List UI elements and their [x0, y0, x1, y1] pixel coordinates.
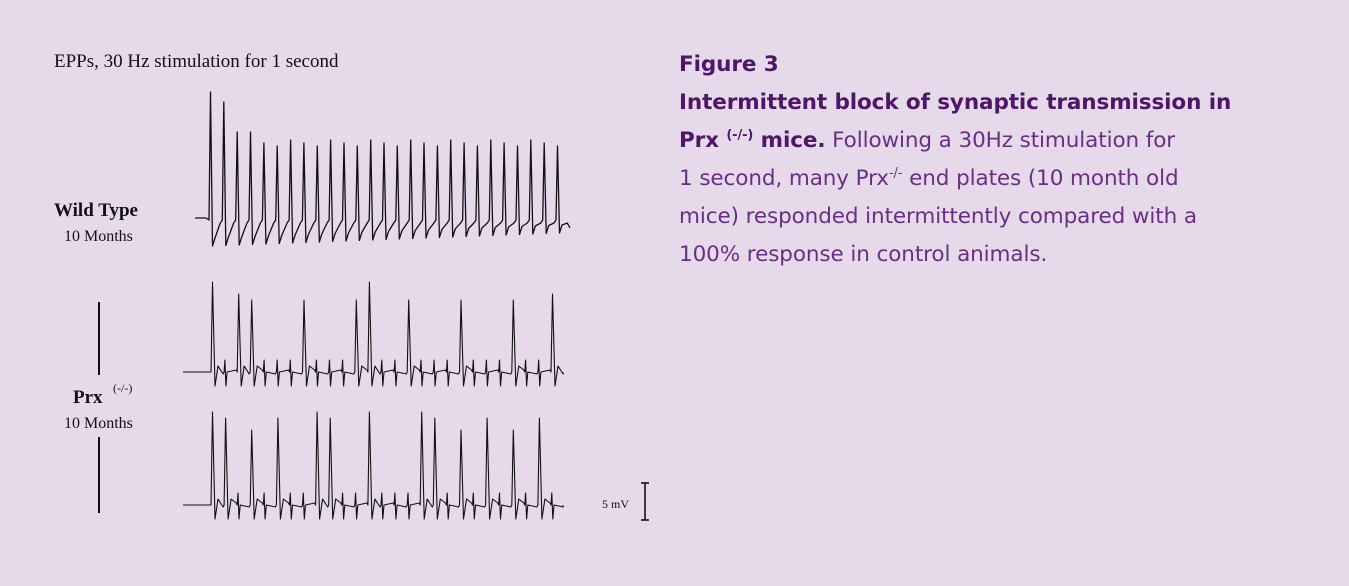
wild-type-label: Wild Type: [54, 200, 138, 221]
scale-bar-label: 5 mV: [602, 497, 629, 511]
caption-body-part4: mice) responded intermittently compared …: [679, 204, 1197, 229]
epp-traces-figure: EPPs, 30 Hz stimulation for 1 second Wil…: [54, 51, 649, 521]
caption-title-part2: mice.: [753, 128, 826, 153]
caption-line-2: Prx (-/-) mice. Following a 30Hz stimula…: [679, 122, 1219, 160]
scale-bar: 5 mV: [602, 482, 649, 521]
caption-body-part5: 100% response in control animals.: [679, 242, 1048, 267]
prx-trace-2-epp-path: [183, 411, 564, 520]
caption-title-part1: Intermittent block of synaptic transmiss…: [679, 90, 1232, 115]
prx-label: Prx: [73, 387, 103, 408]
figure-caption: Figure 3 Intermittent block of synaptic …: [679, 46, 1231, 274]
caption-body-part1: Following a 30Hz stimulation for: [825, 128, 1176, 153]
wild-type-trace: [195, 91, 571, 247]
figure-label: Figure 3: [679, 52, 779, 77]
caption-title-sup: (-/-): [726, 127, 754, 143]
prx-trace-1: [183, 281, 564, 387]
caption-body-part3: end plates (10 month old: [902, 166, 1179, 191]
wild-type-epp-path: [195, 91, 571, 247]
prx-age-label: 10 Months: [64, 415, 133, 432]
caption-body-sup: -/-: [888, 165, 903, 181]
prx-superscript: (-/-): [113, 381, 132, 395]
caption-body-part2: 1 second, many Prx: [679, 166, 889, 191]
caption-line-3: 1 second, many Prx-/- end plates (10 mon…: [679, 160, 1219, 198]
caption-title-prx: Prx: [679, 128, 727, 153]
caption-line-1: Intermittent block of synaptic transmiss…: [679, 84, 1231, 122]
prx-trace-2: [183, 411, 564, 520]
wild-type-age-label: 10 Months: [64, 228, 133, 245]
prx-trace-1-epp-path: [183, 281, 564, 387]
trace-title: EPPs, 30 Hz stimulation for 1 second: [54, 51, 339, 72]
